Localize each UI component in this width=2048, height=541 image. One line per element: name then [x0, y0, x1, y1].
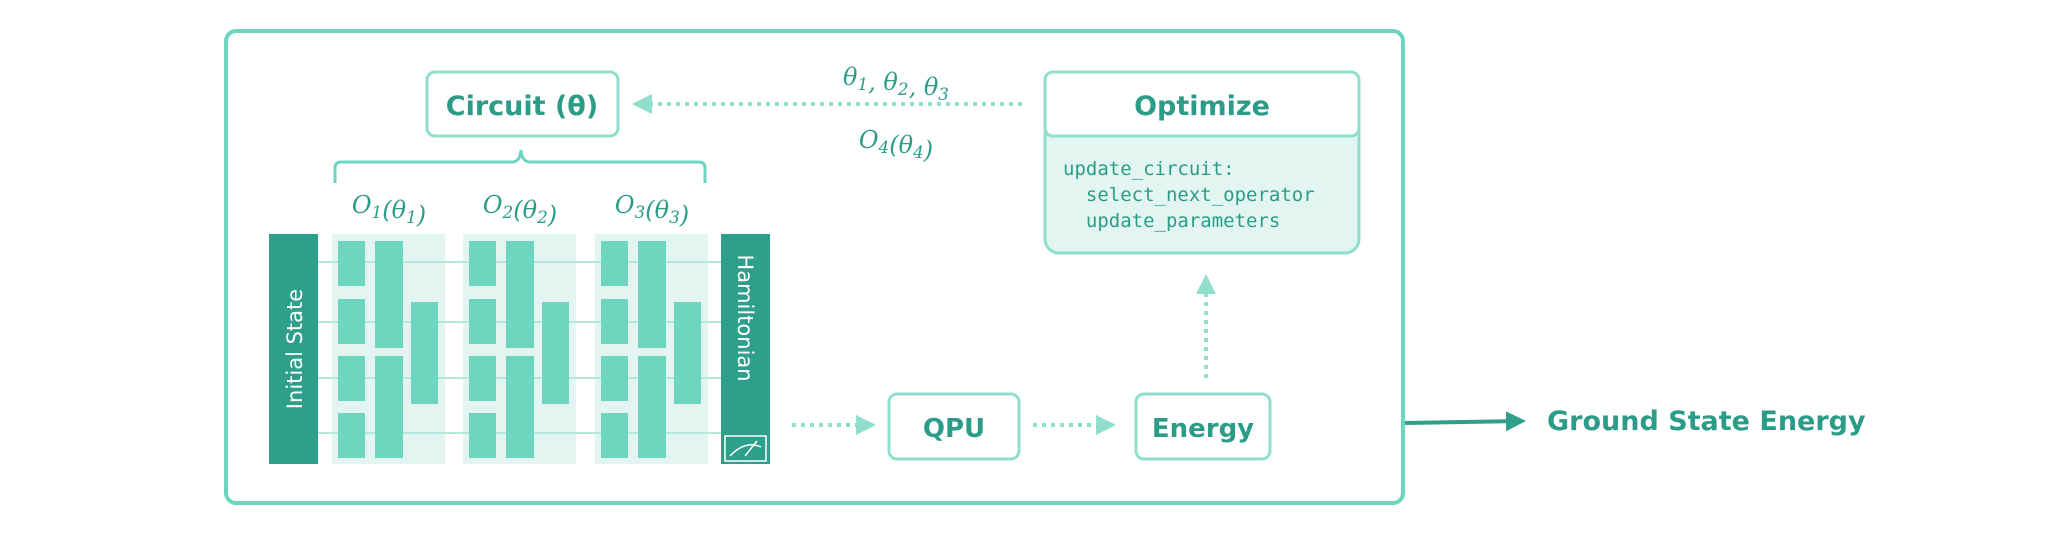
circuit-block: Initial State Hamiltonian	[269, 234, 770, 464]
initial-state-label: Initial State	[283, 289, 307, 409]
qpu-box	[887, 392, 1021, 461]
circuit-box	[425, 70, 620, 138]
optimize-box-label: Optimize	[1134, 91, 1270, 122]
code-line-2: select_next_operator	[1063, 184, 1315, 206]
gate	[638, 241, 666, 348]
gate	[638, 356, 666, 458]
code-line-3: update_parameters	[1063, 210, 1280, 232]
hamiltonian-bar	[721, 234, 770, 464]
output-arrow	[1404, 411, 1526, 432]
gate	[506, 356, 534, 458]
gate	[338, 356, 365, 401]
gate	[601, 356, 628, 401]
code-line-1: update_circuit:	[1063, 158, 1235, 180]
circuit-box-label: Circuit (θ)	[446, 91, 598, 122]
operator-label-3: O3(θ3)	[615, 191, 689, 229]
qpu-label: QPU	[923, 414, 985, 444]
gate	[338, 413, 365, 458]
energy-label: Energy	[1152, 414, 1254, 444]
gate	[469, 241, 496, 286]
gate	[469, 299, 496, 344]
params-label: θ1, θ2, θ3	[843, 63, 949, 104]
gate	[506, 241, 534, 348]
optimize-box	[1043, 70, 1361, 138]
gate	[601, 299, 628, 344]
gate	[338, 299, 365, 344]
gate	[601, 413, 628, 458]
gate	[542, 302, 569, 404]
gate	[469, 413, 496, 458]
measurement-meter-icon	[724, 435, 767, 462]
gate	[338, 241, 365, 286]
gate	[411, 302, 438, 404]
initial-state-bar	[269, 234, 318, 464]
gate	[469, 356, 496, 401]
operators-brace	[333, 149, 707, 183]
ground-state-energy-label: Ground State Energy	[1547, 406, 1866, 437]
gate	[375, 241, 403, 348]
operator-label-2: O2(θ2)	[483, 191, 557, 229]
gate	[375, 356, 403, 458]
gate	[674, 302, 701, 404]
operator-label-1: O1(θ1)	[352, 191, 426, 229]
hamiltonian-label: Hamiltonian	[733, 254, 757, 381]
energy-box	[1134, 392, 1272, 461]
operator-label: O4(θ4)	[859, 126, 933, 164]
main-frame	[224, 29, 1405, 505]
gate	[601, 241, 628, 286]
